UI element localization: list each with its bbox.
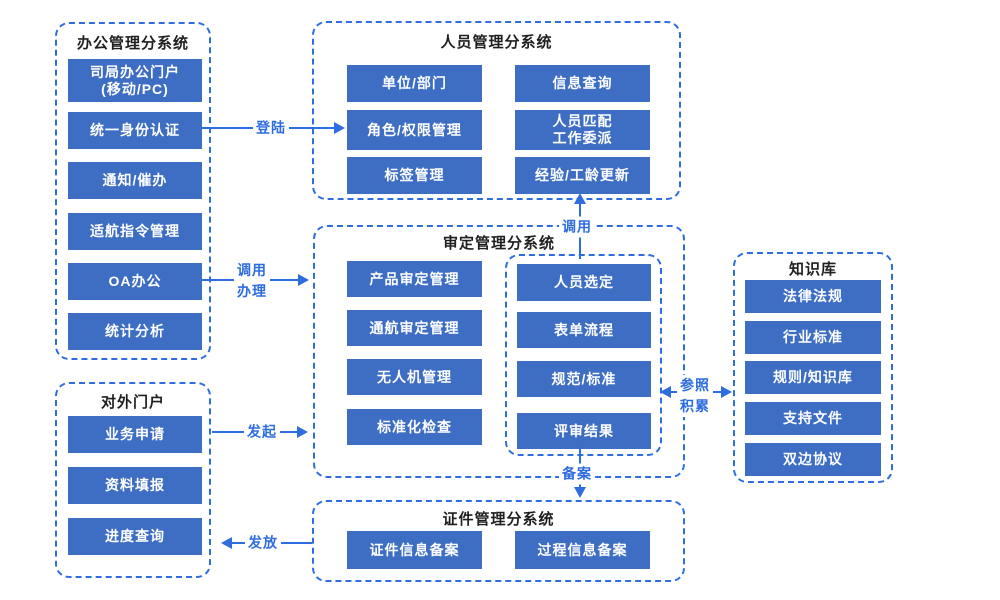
- arrow-initiate-label: 发起: [244, 421, 280, 443]
- node-rules-knowledge: 规则/知识库: [745, 361, 881, 394]
- group-certificate-management: 证件管理分系统 证件信息备案 过程信息备案: [312, 500, 685, 582]
- node-certificate-info-record: 证件信息备案: [347, 531, 482, 569]
- node-experience-update: 经验/工龄更新: [515, 157, 650, 194]
- node-statistics-analysis: 统计分析: [68, 313, 202, 350]
- group-title-knowledge: 知识库: [788, 261, 837, 278]
- group-office-management: 办公管理分系统 司局办公门户 (移动/PC) 统一身份认证 通知/催办 适航指令…: [55, 22, 211, 360]
- node-unit-department: 单位/部门: [347, 65, 482, 102]
- node-process-info-record: 过程信息备案: [515, 531, 650, 569]
- arrow-initiate-head-icon: [297, 426, 308, 438]
- node-data-filling: 资料填报: [68, 467, 202, 504]
- group-title-personnel: 人员管理分系统: [440, 34, 553, 51]
- arrow-invoke-handle-label: 调用 办理: [234, 260, 270, 302]
- arrow-reference-left-head-icon: [660, 386, 671, 398]
- arrow-record-head-icon: [574, 487, 586, 498]
- arrow-reference-right-head-icon: [721, 386, 732, 398]
- group-title-external: 对外门户: [100, 394, 165, 411]
- group-title-certification: 审定管理分系统: [442, 235, 555, 252]
- arrow-login-label: 登陆: [253, 117, 289, 139]
- node-tag-management: 标签管理: [347, 157, 482, 194]
- node-personnel-selection: 人员选定: [517, 264, 651, 301]
- node-oa-office: OA办公: [68, 263, 202, 300]
- group-personnel-management: 人员管理分系统 单位/部门 角色/权限管理 标签管理 信息查询 人员匹配 工作委…: [312, 21, 681, 200]
- group-external-portal: 对外门户 业务申请 资料填报 进度查询: [55, 382, 211, 578]
- node-airworthiness-directive: 适航指令管理: [68, 213, 202, 250]
- node-uav-management: 无人机管理: [347, 359, 482, 395]
- node-personnel-match-assign: 人员匹配 工作委派: [515, 110, 650, 150]
- group-title-office: 办公管理分系统: [76, 35, 189, 52]
- node-progress-inquiry: 进度查询: [68, 518, 202, 555]
- group-knowledge-base: 知识库 法律法规 行业标准 规则/知识库 支持文件 双边协议: [733, 252, 893, 483]
- node-specification-standard: 规范/标准: [517, 361, 651, 397]
- node-bureau-office-portal: 司局办公门户 (移动/PC): [68, 59, 202, 102]
- arrow-personnel-invoke-label: 调用: [559, 216, 595, 238]
- node-notification-reminder: 通知/催办: [68, 162, 202, 199]
- node-bilateral-agreements: 双边协议: [745, 443, 881, 476]
- node-product-certification: 产品审定管理: [347, 261, 482, 297]
- arrow-reference-label: 参照 积累: [677, 375, 713, 417]
- node-review-result: 评审结果: [517, 413, 651, 449]
- arrow-invoke-handle-head-icon: [298, 274, 309, 286]
- node-info-query: 信息查询: [515, 65, 650, 102]
- node-standardization-check: 标准化检查: [347, 409, 482, 445]
- group-title-certificate: 证件管理分系统: [442, 511, 555, 528]
- node-business-application: 业务申请: [68, 416, 202, 453]
- arrow-issue-head-icon: [221, 537, 232, 549]
- arrow-login-head-icon: [334, 122, 345, 134]
- node-unified-identity-auth: 统一身份认证: [68, 112, 202, 149]
- group-certification-inner: 人员选定 表单流程 规范/标准 评审结果: [505, 254, 662, 456]
- arrow-personnel-invoke-head-icon: [574, 193, 586, 204]
- node-form-workflow: 表单流程: [517, 312, 651, 348]
- arrow-record-label: 备案: [559, 463, 595, 485]
- node-support-documents: 支持文件: [745, 402, 881, 435]
- node-ga-certification: 通航审定管理: [347, 310, 482, 346]
- node-industry-standards: 行业标准: [745, 321, 881, 354]
- arrow-issue-label: 发放: [245, 532, 281, 554]
- group-certification-management: 审定管理分系统 产品审定管理 通航审定管理 无人机管理 标准化检查 人员选定 表…: [313, 225, 685, 478]
- node-laws-regulations: 法律法规: [745, 280, 881, 313]
- node-role-permission: 角色/权限管理: [347, 110, 482, 150]
